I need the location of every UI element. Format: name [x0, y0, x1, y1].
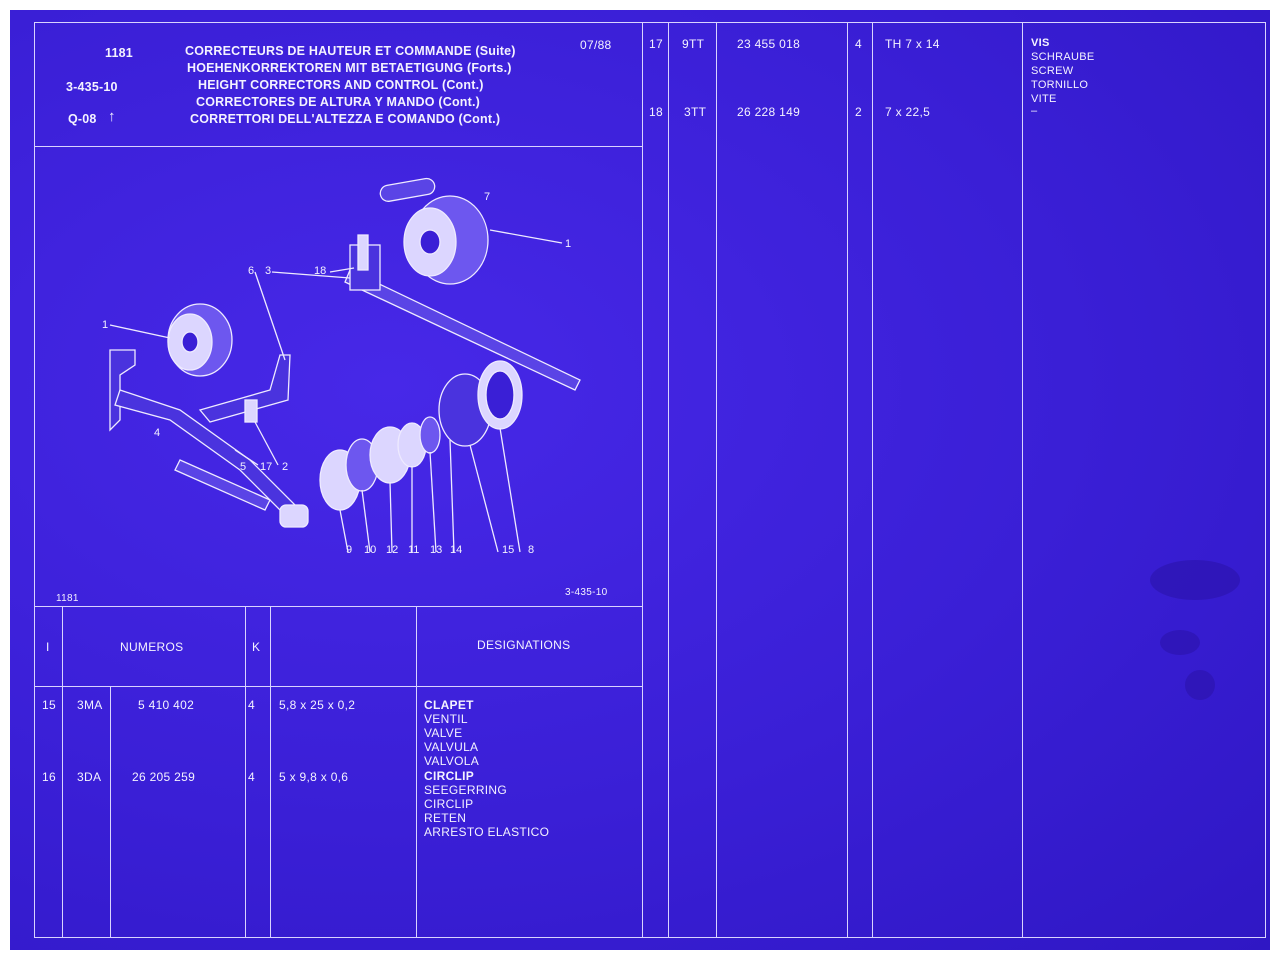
row-quantity: 4	[855, 37, 862, 51]
row-position: 15	[42, 698, 56, 712]
up-arrow-icon: ↑	[108, 108, 116, 125]
row-position: 16	[42, 770, 56, 784]
page-title-it: CORRETTORI DELL'ALTEZZA E COMANDO (Cont.…	[190, 112, 501, 126]
row-dimensions: 5 x 9,8 x 0,6	[279, 770, 349, 784]
figure-ref-right: 3-435-10	[565, 587, 608, 598]
row-code: 9TT	[682, 37, 705, 51]
row-quantity: 2	[855, 105, 862, 119]
stain-mark	[1185, 670, 1215, 700]
row-designations: VIS SCHRAUBE SCREW TORNILLO VITE	[1031, 37, 1095, 105]
column-header-designations: DESIGNATIONS	[477, 638, 571, 652]
callout-label: 8	[528, 544, 534, 556]
callout-label: 12	[386, 544, 398, 556]
callout-label: 14	[450, 544, 462, 556]
callout-label: 10	[364, 544, 376, 556]
issue-date: 07/88	[580, 38, 612, 52]
callout-label: 1	[565, 238, 571, 250]
callout-label: 3	[265, 265, 271, 277]
row-part-number: 23 455 018	[737, 37, 801, 51]
parts-catalog-sheet: 1181 3-435-10 Q-08 ↑ 07/88 CORRECTEURS D…	[10, 10, 1270, 950]
column-header-numbers: NUMEROS	[120, 640, 184, 654]
row-designations: CIRCLIP SEEGERRING CIRCLIP RETEN ARRESTO…	[424, 769, 550, 839]
callout-label: 2	[282, 461, 288, 473]
callout-label: 6	[248, 265, 254, 277]
callout-label: 18	[314, 265, 326, 277]
callout-label: 15	[502, 544, 514, 556]
callout-label: 4	[154, 427, 160, 439]
group-code: Q-08	[68, 112, 97, 126]
figure-ref-left: 1181	[56, 593, 79, 604]
exploded-view-drawing: 1 7 1 6 3 18 4 5 17 2 9 10 12 11 13 14 1…	[102, 177, 581, 556]
row-part-number: 26 228 149	[737, 105, 801, 119]
page-frame	[34, 22, 1266, 938]
row-dimensions: TH 7 x 14	[885, 37, 940, 51]
page-title-fr: CORRECTEURS DE HAUTEUR ET COMMANDE (Suit…	[185, 44, 516, 58]
callout-label: 9	[346, 544, 352, 556]
page-title-de: HOEHENKORREKTOREN MIT BETAETIGUNG (Forts…	[187, 61, 512, 75]
row-quantity: 4	[248, 698, 255, 712]
row-dimensions: 5,8 x 25 x 0,2	[279, 698, 356, 712]
page-title-en: HEIGHT CORRECTORS AND CONTROL (Cont.)	[198, 78, 484, 92]
row-code: 3DA	[77, 770, 102, 784]
column-header-index: I	[46, 640, 50, 654]
callout-label: 1	[102, 319, 108, 331]
row-part-number: 26 205 259	[132, 770, 196, 784]
column-header-qty: K	[252, 640, 261, 654]
row-dimensions: 7 x 22,5	[885, 105, 931, 119]
row-code: 3MA	[77, 698, 103, 712]
row-position: 18	[649, 105, 663, 119]
row-designations: CLAPET VENTIL VALVE VALVULA VALVOLA	[424, 698, 480, 768]
callout-label: 7	[484, 191, 490, 203]
callout-label: 5	[240, 461, 246, 473]
callout-label: 11	[408, 544, 419, 556]
stain-mark	[1150, 560, 1240, 600]
section-number: 3-435-10	[66, 80, 118, 94]
row-position: 17	[649, 37, 663, 51]
row-code: 3TT	[684, 105, 707, 119]
page-title-es: CORRECTORES DE ALTURA Y MANDO (Cont.)	[196, 95, 481, 109]
row-quantity: 4	[248, 770, 255, 784]
stain-mark	[1160, 630, 1200, 655]
callout-label: 13	[430, 544, 442, 556]
row-part-number: 5 410 402	[138, 698, 195, 712]
callout-label: 17	[260, 461, 272, 473]
row-designations: –	[1031, 105, 1038, 117]
catalog-ref: 1181	[105, 46, 133, 60]
